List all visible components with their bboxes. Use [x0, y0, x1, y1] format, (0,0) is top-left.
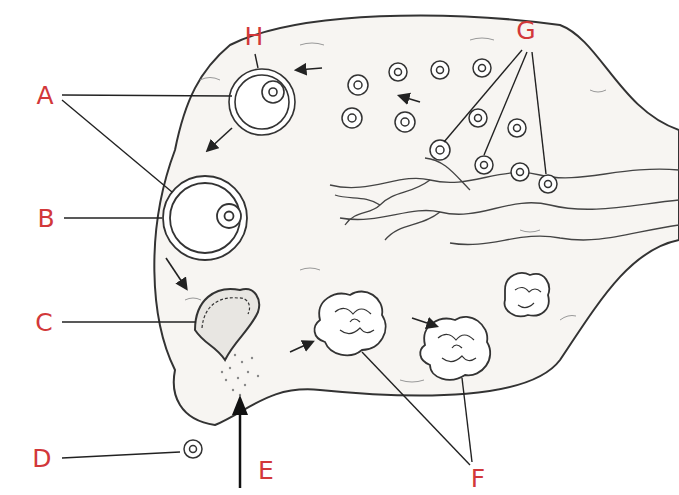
part-label: H [245, 24, 264, 49]
ovary-outline [154, 15, 679, 425]
primordial-follicles [342, 59, 557, 193]
growing-follicle [229, 69, 295, 135]
part-label: F [471, 466, 485, 491]
ovulation-arrow [232, 395, 248, 488]
part-label: E [258, 458, 274, 483]
cycle-arrows [166, 68, 436, 352]
stroma-texture [185, 38, 606, 382]
graafian-follicle [163, 176, 247, 260]
corpus-luteum [315, 273, 550, 380]
part-label: G [516, 18, 535, 43]
part-label: C [35, 310, 52, 335]
part-label: A [36, 83, 53, 108]
part-label: D [32, 446, 51, 471]
released-oocyte [184, 440, 202, 458]
leader-lines [62, 50, 546, 465]
ruptured-follicle [195, 289, 259, 396]
blood-vessels [330, 158, 679, 245]
part-label: B [37, 206, 54, 231]
